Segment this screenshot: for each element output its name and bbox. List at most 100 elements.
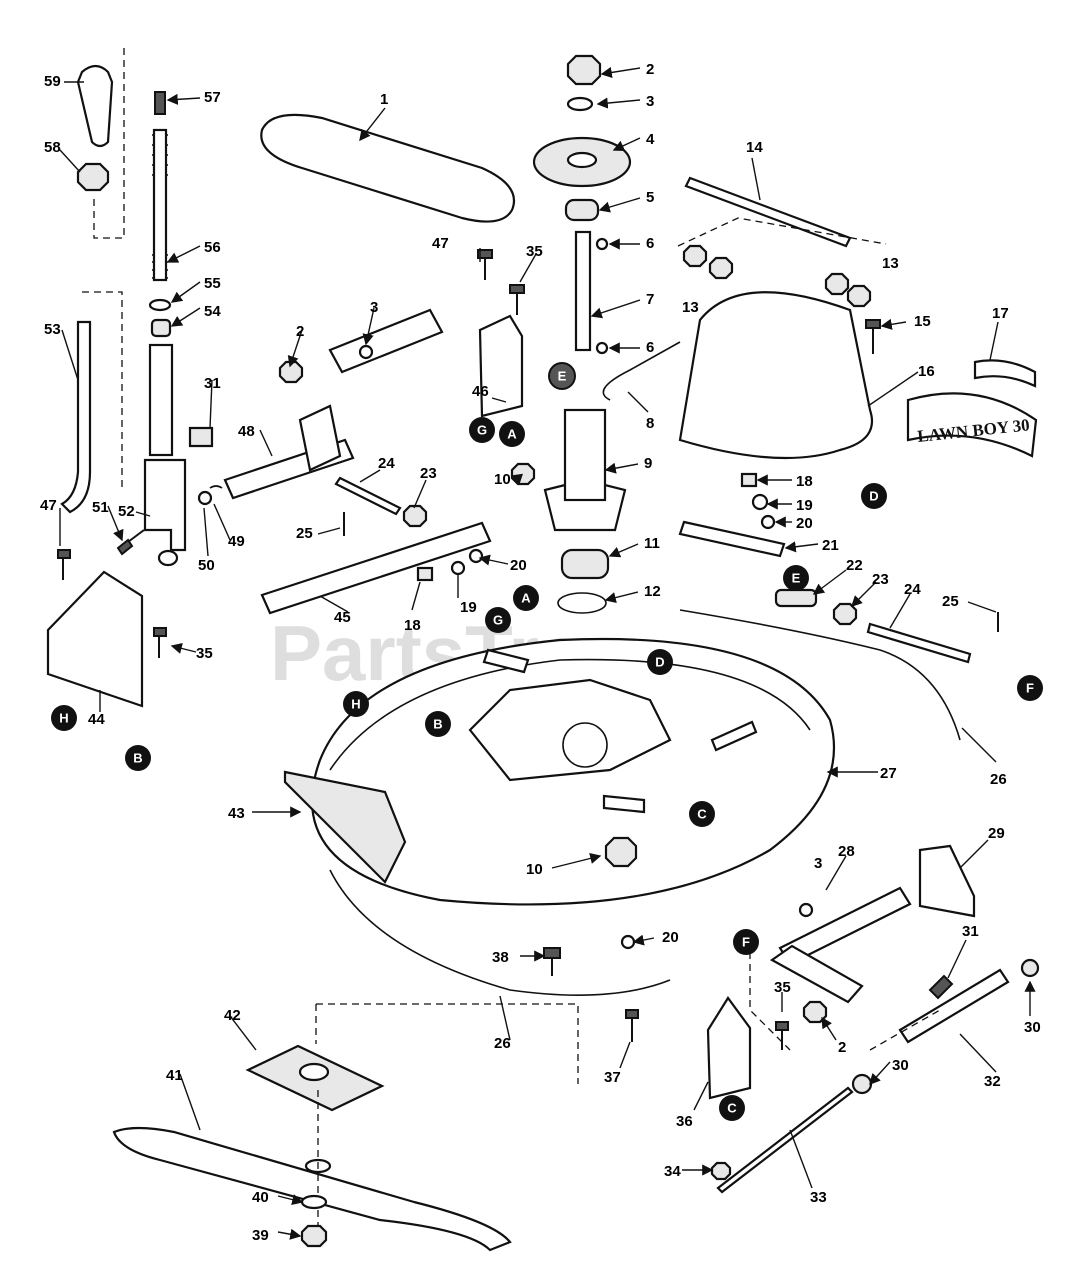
- rod-24-right: [866, 622, 972, 664]
- callout-label: 24: [378, 455, 395, 472]
- callout-label: 48: [238, 423, 255, 440]
- nut-13-d: [846, 284, 872, 308]
- bolt-35-top: [509, 284, 525, 315]
- slot-right: [710, 720, 758, 752]
- callout-label: 23: [420, 465, 437, 482]
- belt-1: [260, 113, 515, 223]
- callout-label: 36: [676, 1113, 693, 1130]
- washer-3-left: [358, 344, 374, 360]
- connector-letter: G: [493, 613, 503, 628]
- bolt-18-left: [416, 566, 434, 582]
- nut-2-top: [566, 54, 602, 86]
- connector-markers: E G A D E A G D F H B H B C F C: [51, 362, 1043, 1121]
- sleeve-22: [774, 588, 818, 608]
- callout-label: 2: [646, 61, 654, 78]
- callout-label: 18: [796, 473, 813, 490]
- bracket-52-hole: [157, 549, 179, 567]
- clip-8: [602, 341, 681, 401]
- callout-label: 3: [814, 855, 822, 872]
- adapter-42-hub: [298, 1062, 330, 1082]
- dash-frame-adapter: [315, 1003, 579, 1084]
- callout-label: 19: [460, 599, 477, 616]
- washer-20-right: [760, 514, 776, 530]
- plate-17-top: [973, 359, 1037, 388]
- callout-label: 25: [942, 593, 959, 610]
- callout-label: 3: [646, 93, 654, 110]
- callout-label: 4: [646, 131, 655, 148]
- slot-G: [482, 648, 530, 674]
- bolt-47-top: [477, 249, 493, 280]
- connector-letter: A: [507, 427, 517, 442]
- callout-label: 55: [204, 275, 221, 292]
- callout-label: 14: [746, 139, 763, 156]
- nut-23-right: [832, 602, 858, 626]
- bushing-54: [150, 318, 172, 338]
- callout-label: 56: [204, 239, 221, 256]
- link-45: [260, 521, 492, 615]
- washer-19-left: [450, 560, 466, 576]
- connector-letter: H: [59, 711, 68, 726]
- callout-label: 42: [224, 1007, 241, 1024]
- callout-label: 41: [166, 1067, 183, 1084]
- connector-letter: F: [742, 935, 750, 950]
- bracket-46: [478, 314, 524, 418]
- nut-13-c: [824, 272, 850, 296]
- deck-27-rim: [329, 658, 811, 771]
- callout-label: 30: [892, 1057, 909, 1074]
- connector-letter: C: [697, 807, 707, 822]
- callout-label: 13: [682, 299, 699, 316]
- callout-label: 20: [510, 557, 527, 574]
- pin-6-top: [595, 237, 609, 251]
- callout-label: 37: [604, 1069, 621, 1086]
- emblem-17: [906, 392, 1038, 458]
- callout-label: 31: [962, 923, 979, 940]
- dash-frame-left-mid: [82, 291, 123, 492]
- part-drawings: LAWN BOY 30: [46, 48, 1040, 1252]
- nut-13-a: [682, 244, 708, 268]
- callout-label: 47: [40, 497, 57, 514]
- leader-lines: [59, 66, 1036, 1240]
- callout-label: 26: [494, 1035, 511, 1052]
- callout-label: 10: [526, 861, 543, 878]
- link-plate: [769, 944, 864, 1004]
- callout-label: 16: [918, 363, 935, 380]
- bracket-36: [706, 996, 752, 1100]
- washer-50: [197, 490, 213, 506]
- callout-label: 52: [118, 503, 135, 520]
- connector-letter: E: [792, 571, 801, 586]
- callout-label: 35: [774, 979, 791, 996]
- rod-24-left: [334, 476, 402, 516]
- bolt-37: [625, 1009, 639, 1042]
- washer-20-left: [468, 548, 484, 564]
- callout-label: 38: [492, 949, 509, 966]
- plate-44: [46, 570, 144, 708]
- slot-C: [602, 794, 646, 814]
- callout-label: 11: [644, 535, 660, 552]
- connector-letter: B: [133, 751, 142, 766]
- callout-label: 20: [796, 515, 813, 532]
- deck-center-hole: [562, 722, 608, 768]
- callout-label: 29: [988, 825, 1005, 842]
- nut-13-b: [708, 256, 734, 280]
- callout-label: 20: [662, 929, 679, 946]
- callout-label: 3: [370, 299, 378, 316]
- callout-label: 57: [204, 89, 221, 106]
- callout-label: 2: [296, 323, 304, 340]
- bolt-18-right: [740, 472, 758, 488]
- callout-label: 25: [296, 525, 313, 542]
- callout-label: 34: [664, 1163, 681, 1180]
- callout-label: 5: [646, 189, 654, 206]
- bolt-39: [300, 1224, 328, 1248]
- washer-20-deck: [620, 934, 636, 950]
- callout-label: 13: [882, 255, 899, 272]
- callout-label: 26: [990, 771, 1007, 788]
- callout-label: 43: [228, 805, 245, 822]
- rod-part: [152, 128, 168, 282]
- dash-frame-lower-right: [749, 940, 941, 1051]
- nut-23-left: [402, 504, 428, 528]
- callout-label: 54: [204, 303, 221, 320]
- arm-21: [678, 520, 786, 558]
- bolt-38: [543, 947, 561, 976]
- connector-letter: E: [558, 369, 567, 384]
